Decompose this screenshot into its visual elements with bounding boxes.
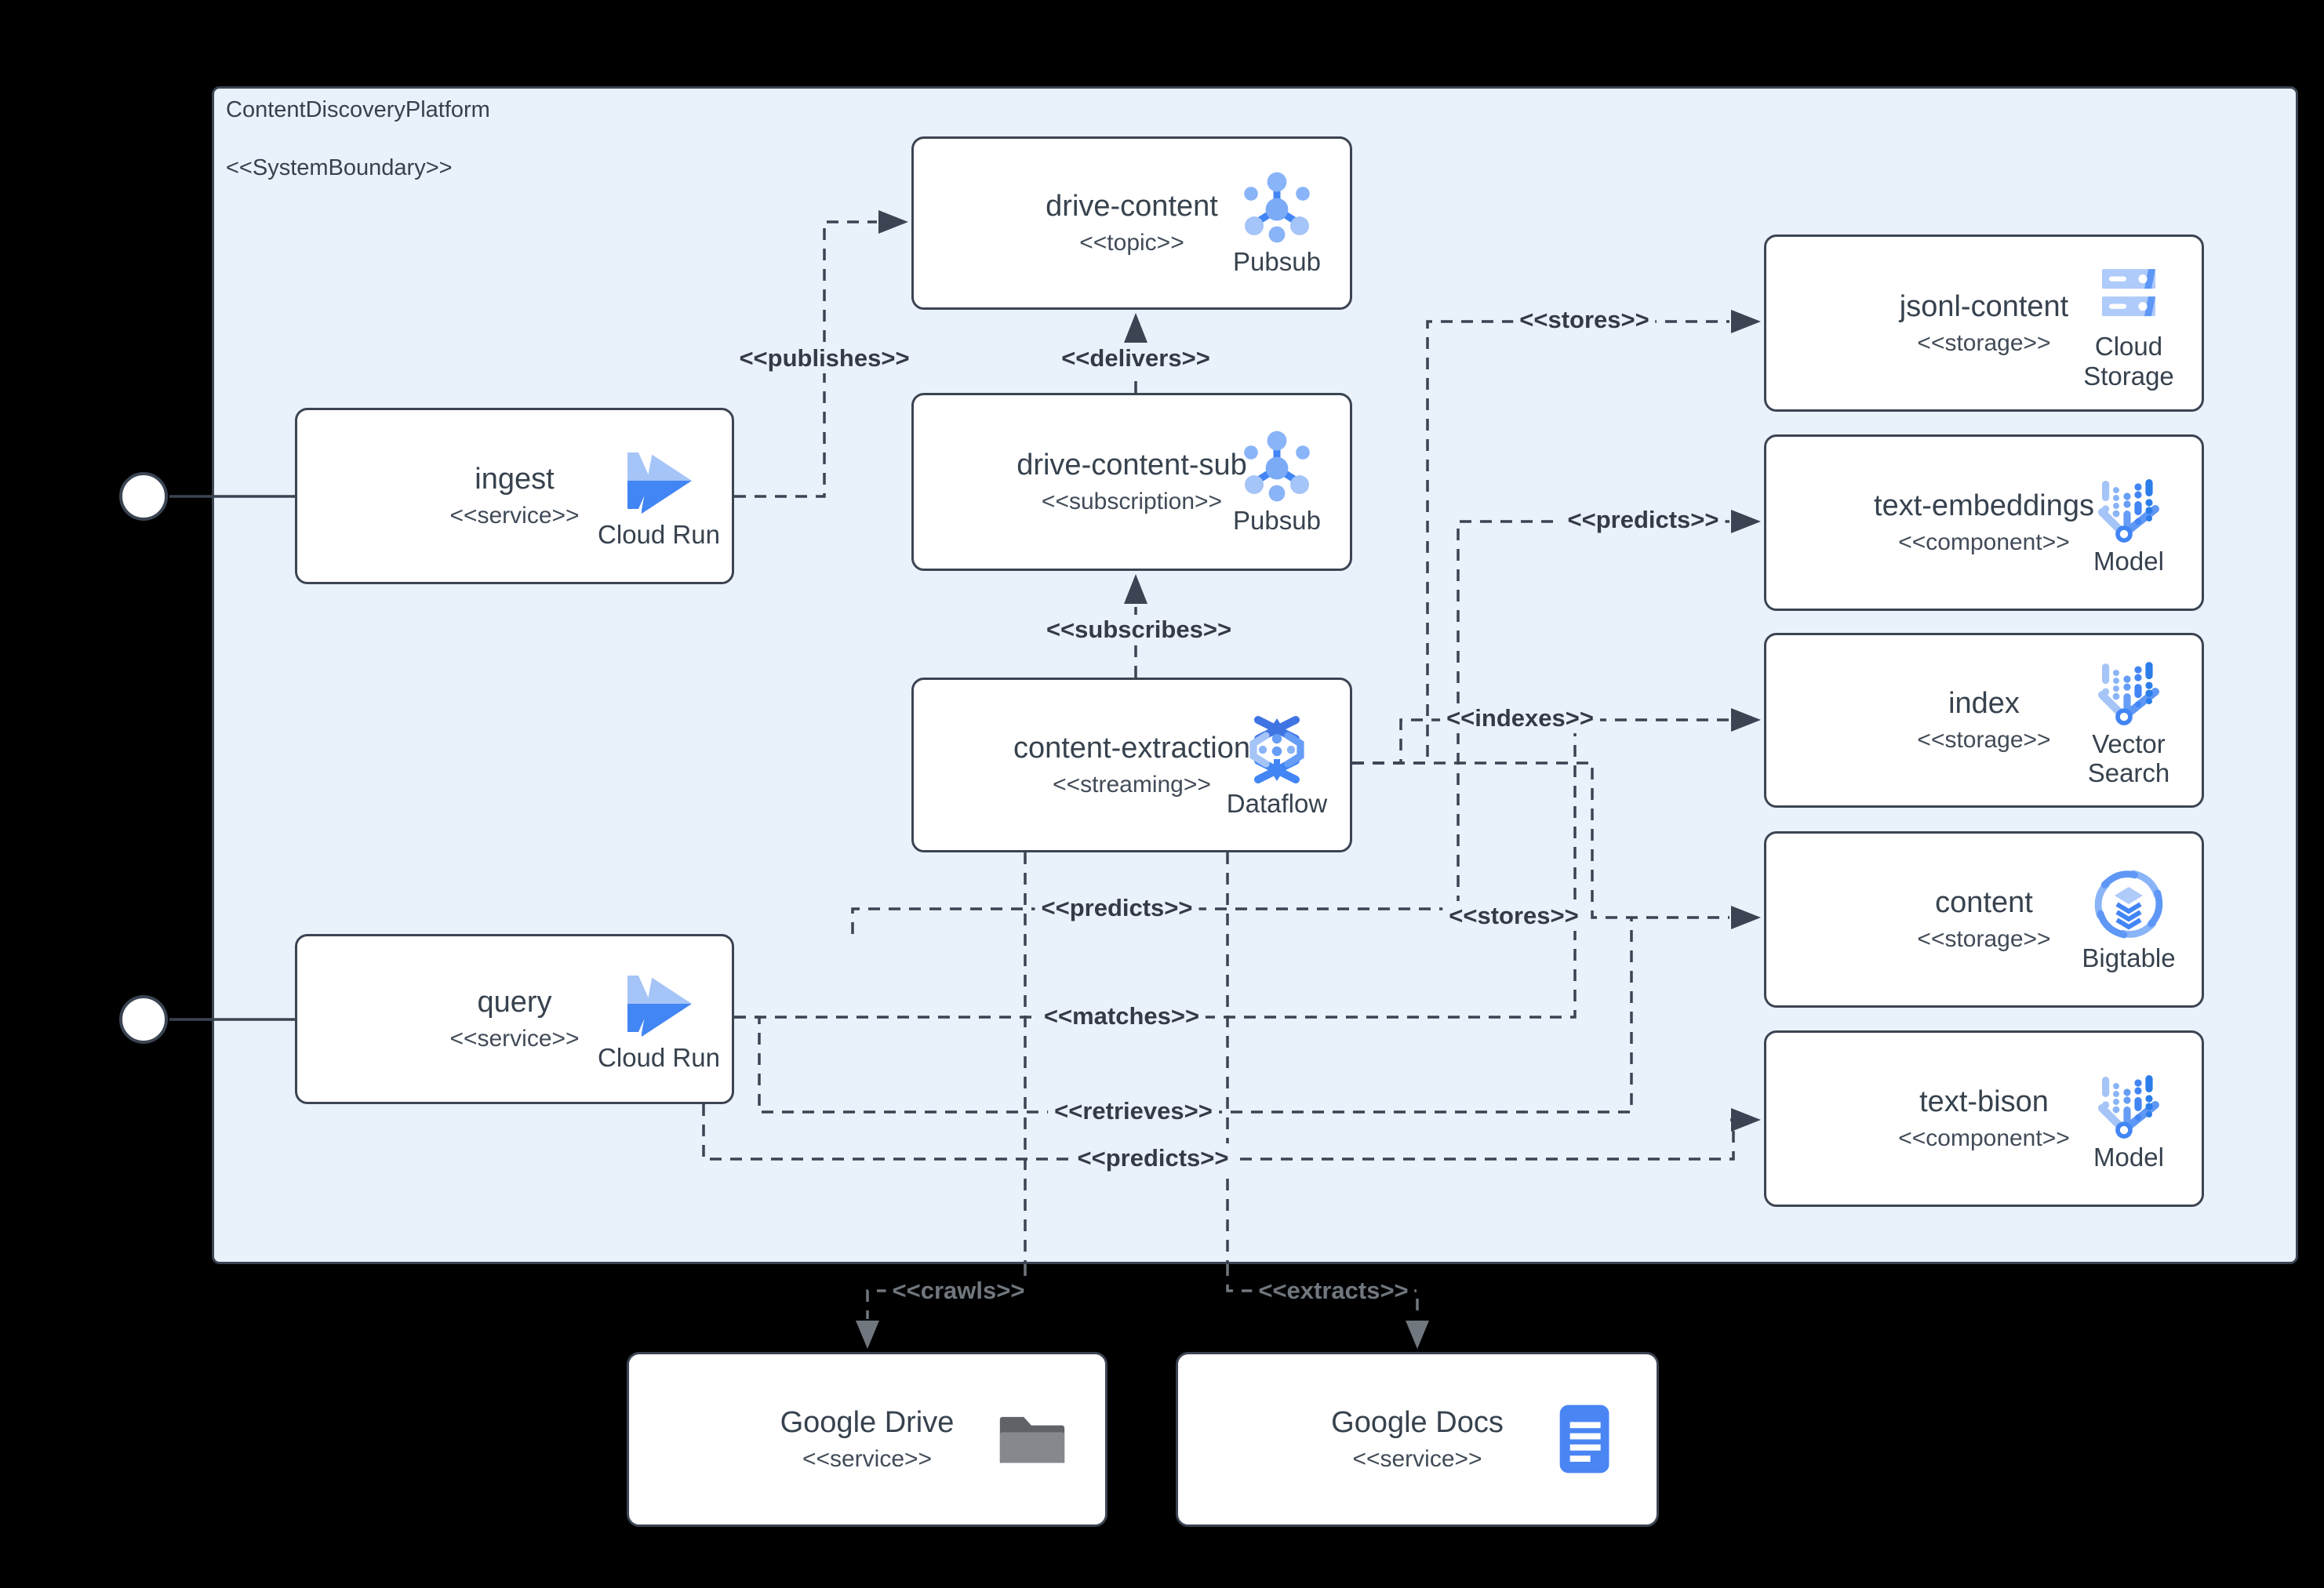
- node-text-embeddings-text: text-embeddings <<component>>: [1766, 437, 2202, 609]
- edge-label-stores-jsonl: <<stores>>: [1513, 305, 1656, 335]
- edge-label-predicts-embeddings: <<predicts>>: [1561, 505, 1726, 535]
- bigtable-icon: [2094, 870, 2163, 938]
- node-tech-label: Cloud Run: [598, 519, 720, 549]
- cloud-run-icon: [626, 965, 692, 1041]
- node-index-text: index <<storage>>: [1766, 635, 2202, 805]
- cloud-storage-icon: [2102, 269, 2155, 317]
- node-google-docs[interactable]: Google Docs <<service>>: [1176, 1352, 1659, 1527]
- node-stereotype: <<service>>: [1352, 1446, 1482, 1472]
- node-content[interactable]: content <<storage>> Bigtab: [1764, 831, 2204, 1008]
- node-tech-label: Cloud Storage: [2083, 332, 2174, 391]
- node-tech-label: Model: [2093, 1142, 2164, 1172]
- node-tech-label: Pubsub: [1233, 505, 1321, 535]
- docs-icon: [1559, 1404, 1609, 1473]
- edge-label-predicts-query: <<predicts>>: [1035, 893, 1199, 923]
- node-stereotype: <<service>>: [449, 503, 580, 529]
- node-text-embeddings[interactable]: text-embeddings <<component>>: [1764, 434, 2204, 611]
- node-tech-label: Vector Search: [2087, 729, 2170, 788]
- node-title: drive-content-sub: [1017, 449, 1247, 481]
- node-tech-label: Pubsub: [1233, 246, 1321, 276]
- port-query[interactable]: [119, 995, 168, 1044]
- node-content-extraction[interactable]: content-extraction <<streaming>> Dataflo…: [911, 678, 1352, 852]
- edge-label-delivers: <<delivers>>: [1055, 343, 1217, 373]
- node-google-docs-text: Google Docs <<service>>: [1178, 1354, 1657, 1524]
- edge-label-crawls: <<crawls>>: [886, 1276, 1031, 1306]
- edge-label-retrieves: <<retrieves>>: [1048, 1096, 1219, 1126]
- edge-label-subscribes: <<subscribes>>: [1039, 615, 1238, 645]
- edge-label-indexes: <<indexes>>: [1440, 703, 1600, 733]
- boundary-title: ContentDiscoveryPlatform: [226, 97, 490, 122]
- cloud-run-icon: [626, 442, 692, 518]
- edge-label-predicts-bison: <<predicts>>: [1071, 1143, 1235, 1173]
- model-icon: [2098, 478, 2159, 543]
- node-stereotype: <<service>>: [449, 1026, 580, 1052]
- node-tech-label: Cloud Run: [598, 1042, 720, 1072]
- node-title: text-embeddings: [1874, 489, 2094, 522]
- node-title: Google Docs: [1331, 1406, 1504, 1439]
- node-drive-content-sub-text: drive-content-sub <<subscription>>: [914, 395, 1350, 569]
- node-content-text: content <<storage>>: [1766, 834, 2202, 1005]
- node-title: query: [477, 986, 552, 1019]
- node-title: content-extraction: [1013, 732, 1251, 765]
- node-stereotype: <<component>>: [1898, 529, 2070, 555]
- arrowhead-crawls: [856, 1321, 879, 1349]
- node-text-bison[interactable]: text-bison <<component>>: [1764, 1030, 2204, 1207]
- node-stereotype: <<service>>: [802, 1446, 933, 1472]
- node-content-extraction-text: content-extraction <<streaming>>: [914, 680, 1350, 850]
- node-title: Google Drive: [780, 1406, 955, 1439]
- dataflow-icon: [1249, 715, 1304, 783]
- port-ingest[interactable]: [119, 472, 168, 521]
- node-index[interactable]: index <<storage>> Ve: [1764, 633, 2204, 808]
- node-jsonl-content-text: jsonl-content <<storage>>: [1766, 237, 2202, 409]
- node-tech-label: Bigtable: [2082, 943, 2176, 972]
- model-icon: [2098, 1074, 2159, 1139]
- node-tech-label: Dataflow: [1226, 788, 1328, 818]
- node-title: drive-content: [1046, 190, 1218, 223]
- vector-search-icon: [2098, 661, 2159, 725]
- node-title: ingest: [475, 463, 555, 496]
- folder-icon: [999, 1416, 1065, 1463]
- node-title: index: [1948, 687, 2020, 720]
- node-drive-content-sub[interactable]: drive-content-sub <<subscription>> Pubsu…: [911, 393, 1352, 571]
- node-ingest-text: ingest <<service>>: [297, 410, 732, 582]
- node-query-text: query <<service>>: [297, 936, 732, 1102]
- node-stereotype: <<component>>: [1898, 1125, 2070, 1151]
- node-stereotype: <<storage>>: [1917, 329, 2051, 356]
- node-title: jsonl-content: [1899, 289, 2069, 323]
- node-title: content: [1935, 886, 2033, 919]
- system-boundary-label: ContentDiscoveryPlatform <<SystemBoundar…: [226, 96, 490, 183]
- boundary-stereotype: <<SystemBoundary>>: [226, 155, 453, 181]
- edge-label-matches: <<matches>>: [1037, 1001, 1206, 1031]
- node-drive-content[interactable]: drive-content <<topic>> Pubsub: [911, 136, 1352, 310]
- edge-label-publishes: <<publishes>>: [733, 343, 916, 373]
- arrowhead-extracts: [1406, 1321, 1429, 1349]
- edge-label-extracts: <<extracts>>: [1252, 1276, 1415, 1306]
- node-stereotype: <<subscription>>: [1041, 489, 1223, 514]
- edge-label-stores-content: <<stores>>: [1442, 901, 1585, 931]
- node-stereotype: <<storage>>: [1917, 926, 2051, 952]
- node-ingest[interactable]: ingest <<service>> Cloud Run: [295, 408, 734, 584]
- node-query[interactable]: query <<service>> Cloud Run: [295, 934, 734, 1104]
- node-stereotype: <<storage>>: [1917, 727, 2051, 753]
- pubsub-icon: [1244, 431, 1310, 501]
- node-text-bison-text: text-bison <<component>>: [1766, 1033, 2202, 1205]
- node-title: text-bison: [1919, 1085, 2049, 1118]
- node-stereotype: <<streaming>>: [1053, 772, 1211, 798]
- node-drive-content-text: drive-content <<topic>>: [914, 139, 1350, 307]
- node-tech-label: Model: [2093, 546, 2164, 576]
- node-stereotype: <<topic>>: [1079, 230, 1184, 256]
- node-google-drive-text: Google Drive <<service>>: [629, 1354, 1105, 1524]
- node-google-drive[interactable]: Google Drive <<service>>: [627, 1352, 1107, 1527]
- pubsub-icon: [1244, 172, 1310, 242]
- node-jsonl-content[interactable]: jsonl-content <<storage>> Cloud Storage: [1764, 234, 2204, 412]
